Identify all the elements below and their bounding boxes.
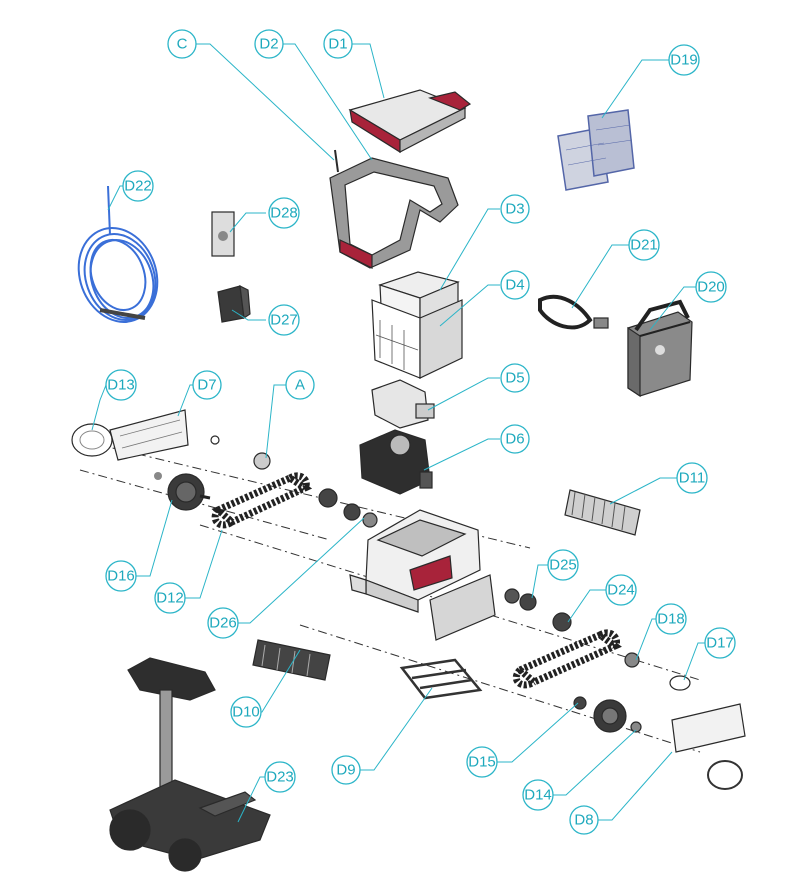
callout-d24: D24 [605,574,637,606]
part-side-shroud-right [671,703,746,790]
part-power-cable-link [538,294,609,330]
part-motor-unit [359,429,433,495]
callout-d13: D13 [105,369,137,401]
part-washer-set [210,435,271,470]
callout-d11: D11 [676,462,708,494]
svg-text:D8: D8 [574,812,593,829]
svg-text:C: C [177,36,188,53]
svg-text:D9: D9 [336,762,355,779]
callout-d8: D8 [569,805,599,835]
svg-text:D28: D28 [270,205,298,222]
callout-d12: D12 [154,582,186,614]
callout-d5: D5 [500,363,530,393]
svg-text:D1: D1 [328,36,347,53]
callout-d3: D3 [500,194,530,224]
part-bottom-frame [399,658,483,700]
part-drive-gears-left [318,488,378,528]
callout-d26: D26 [207,607,239,639]
part-brush-roller [564,489,641,536]
svg-text:D21: D21 [630,237,658,254]
part-handle-frame [329,157,459,269]
part-small-plate [211,211,235,257]
part-caddy-trolley [109,657,271,872]
svg-text:D5: D5 [505,370,524,387]
part-hub-cap-right [624,652,691,691]
callout-d14: D14 [522,779,554,811]
part-power-supply [627,299,693,398]
svg-text:D25: D25 [549,557,577,574]
callout-d16: D16 [105,560,137,592]
callout-d9: D9 [331,755,361,785]
part-brush-insert [252,639,331,681]
svg-text:D26: D26 [209,615,237,632]
callout-d10: D10 [230,696,262,728]
callout-d21: D21 [628,229,660,261]
callout-d6: D6 [500,424,530,454]
part-drive-gears-right [504,588,572,632]
part-impeller-assembly [371,379,435,429]
svg-text:D24: D24 [607,582,635,599]
callout-d23: D23 [264,761,296,793]
svg-text:D20: D20 [697,279,725,296]
svg-text:D15: D15 [468,754,496,771]
callout-d19: D19 [668,44,700,76]
part-filter-basket [371,271,463,379]
part-side-disk [71,423,113,457]
callout-d25: D25 [547,549,579,581]
svg-text:D13: D13 [107,377,135,394]
callout-d2: D2 [254,29,284,59]
svg-text:D3: D3 [505,201,524,218]
svg-text:D2: D2 [259,36,278,53]
part-wheel-right [573,696,642,733]
callout-d15: D15 [466,746,498,778]
callout-d17: D17 [704,627,736,659]
svg-text:D23: D23 [266,769,294,786]
svg-text:D17: D17 [706,635,734,652]
part-pin [334,149,339,173]
callout-d22: D22 [122,170,154,202]
part-clip [217,284,251,323]
part-robot-body [349,509,496,641]
svg-text:D14: D14 [524,787,552,804]
svg-text:D12: D12 [156,590,184,607]
part-track-belt-right [512,629,622,689]
svg-text:D6: D6 [505,431,524,448]
part-fine-filter-panels [557,109,635,191]
callout-a: A [285,370,315,400]
svg-text:D11: D11 [679,470,705,487]
callout-d4: D4 [500,270,530,300]
part-floating-cable [77,185,159,323]
callout-d27: D27 [268,304,300,336]
svg-text:D4: D4 [505,277,524,294]
svg-text:D27: D27 [270,312,298,329]
svg-text:D18: D18 [657,611,685,628]
callout-d1: D1 [323,29,353,59]
part-wheel-left [154,472,211,511]
part-top-lid [348,89,472,154]
callout-c: C [167,29,197,59]
svg-text:D7: D7 [197,377,216,394]
callout-d28: D28 [268,197,300,229]
callout-d7: D7 [192,370,222,400]
callout-d18: D18 [655,603,687,635]
svg-text:D22: D22 [124,178,152,195]
svg-text:D10: D10 [232,704,260,721]
part-side-shroud-left [109,409,189,461]
svg-text:D16: D16 [107,568,135,585]
svg-text:A: A [295,377,305,394]
part-track-belt-left [211,472,313,529]
svg-text:D19: D19 [670,52,698,69]
callout-d20: D20 [695,271,727,303]
